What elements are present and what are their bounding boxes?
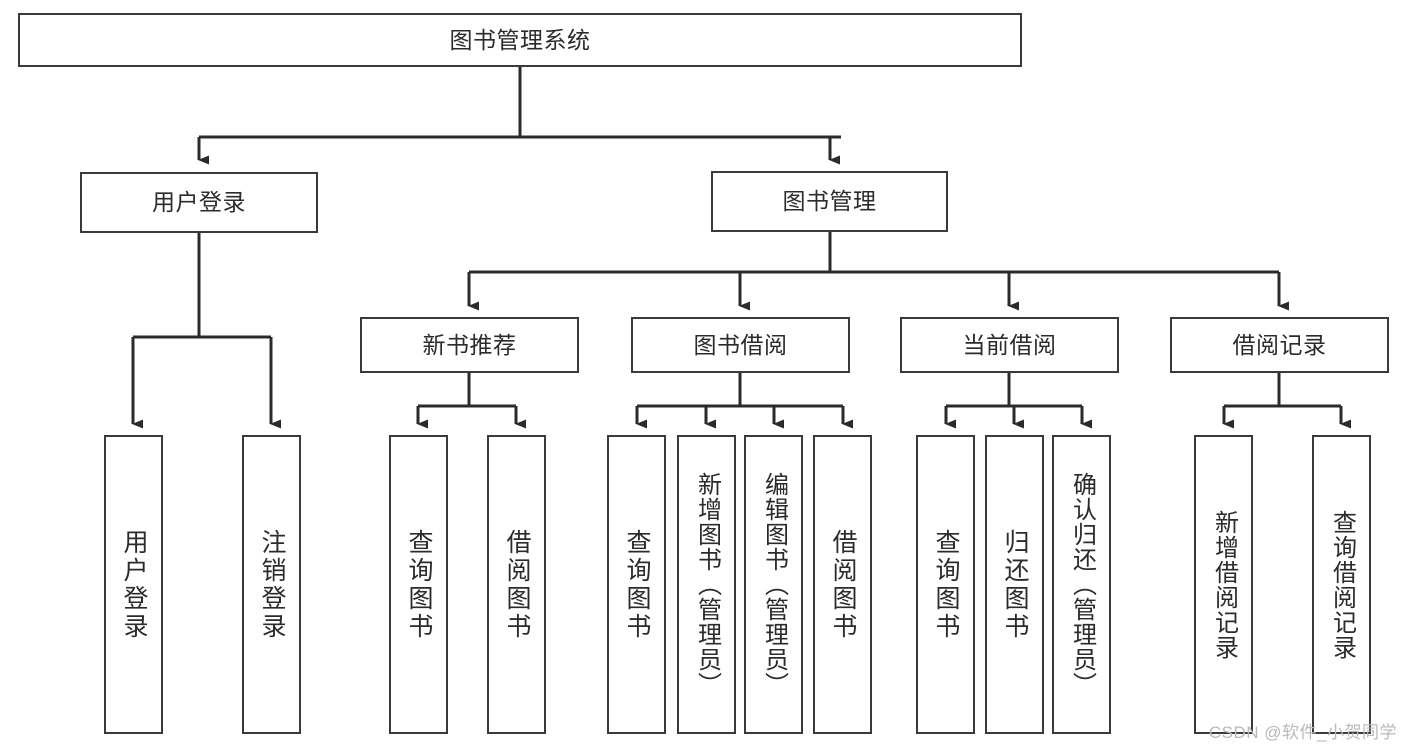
- node-label: 查询图书: [932, 528, 960, 641]
- node-leaf-add-book[interactable]: 新增图书（管理员）: [677, 435, 736, 734]
- node-leaf-return-book[interactable]: 归还图书: [985, 435, 1044, 734]
- node-leaf-query-book-borrow[interactable]: 查询图书: [607, 435, 666, 734]
- node-label: 图书借阅: [693, 331, 788, 358]
- node-label: 查询借阅记录: [1328, 509, 1356, 660]
- node-leaf-borrow-book-recommend[interactable]: 借阅图书: [487, 435, 546, 734]
- node-leaf-confirm-return[interactable]: 确认归还（管理员）: [1052, 435, 1111, 734]
- node-book-manage[interactable]: 图书管理: [711, 171, 948, 232]
- node-leaf-edit-book[interactable]: 编辑图书（管理员）: [744, 435, 803, 734]
- node-leaf-logout[interactable]: 注销登录: [242, 435, 301, 734]
- node-root-book-management-system[interactable]: 图书管理系统: [18, 13, 1022, 67]
- node-label: 用户登录: [152, 189, 246, 216]
- node-label: 新增借阅记录: [1210, 509, 1238, 660]
- node-label: 图书管理: [782, 188, 877, 215]
- node-user-login[interactable]: 用户登录: [80, 172, 318, 233]
- node-new-book-recommend[interactable]: 新书推荐: [360, 317, 579, 373]
- node-label: 借阅记录: [1232, 331, 1327, 358]
- node-borrow-record[interactable]: 借阅记录: [1170, 317, 1389, 373]
- node-leaf-query-borrow-record[interactable]: 查询借阅记录: [1312, 435, 1371, 734]
- node-label: 借阅图书: [503, 528, 531, 641]
- node-label: 查询图书: [405, 528, 433, 641]
- node-label: 编辑图书（管理员）: [760, 472, 788, 697]
- node-label: 确认归还（管理员）: [1068, 472, 1096, 697]
- node-leaf-query-book-current[interactable]: 查询图书: [916, 435, 975, 734]
- node-label: 借阅图书: [829, 528, 857, 641]
- node-book-borrow[interactable]: 图书借阅: [631, 317, 850, 373]
- node-leaf-borrow-book[interactable]: 借阅图书: [813, 435, 872, 734]
- node-leaf-add-borrow-record[interactable]: 新增借阅记录: [1194, 435, 1253, 734]
- node-leaf-query-book-recommend[interactable]: 查询图书: [389, 435, 448, 734]
- node-label: 新书推荐: [422, 331, 517, 358]
- node-label: 图书管理系统: [449, 26, 591, 53]
- node-label: 当前借阅: [962, 331, 1057, 358]
- node-leaf-user-login[interactable]: 用户登录: [104, 435, 163, 734]
- node-label: 归还图书: [1001, 528, 1029, 641]
- node-label: 用户登录: [120, 528, 148, 641]
- node-label: 新增图书（管理员）: [693, 472, 721, 697]
- csdn-watermark: CSDN @软件_小贺同学: [1208, 723, 1397, 742]
- node-label: 注销登录: [258, 528, 286, 641]
- node-label: 查询图书: [623, 528, 651, 641]
- node-current-borrow[interactable]: 当前借阅: [900, 317, 1119, 373]
